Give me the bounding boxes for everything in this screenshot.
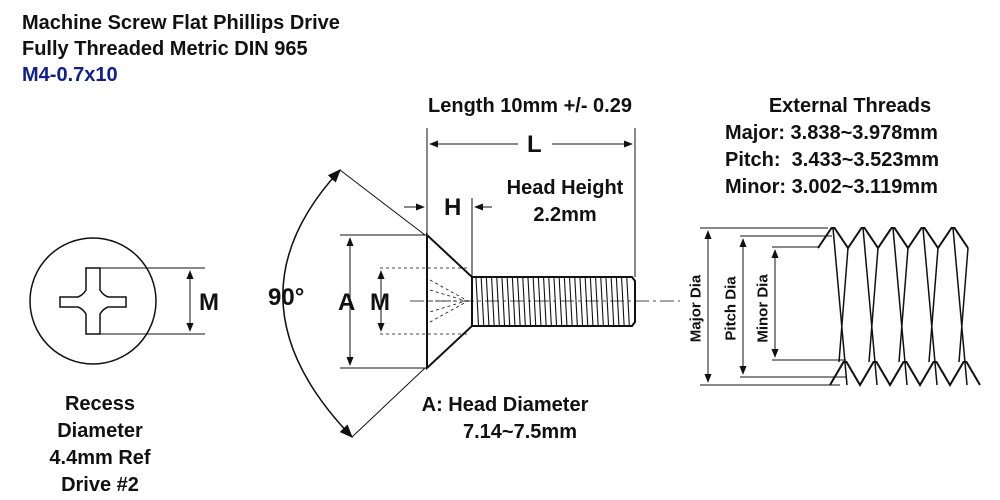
head-height-dimension [404, 198, 492, 277]
threads-major: Major: 3.838~3.978mm [725, 122, 938, 144]
screw-side-view [380, 232, 680, 371]
threads-title: External Threads [768, 95, 932, 117]
size-label: M4-0.7x10 [22, 64, 118, 86]
l-label: L [527, 131, 542, 158]
side-m-label: M [370, 289, 390, 316]
recess-view [29, 237, 205, 365]
major-dia-label: Major Dia [687, 274, 705, 343]
angle-label: 90° [268, 284, 305, 311]
recess-dimension [100, 267, 205, 335]
head-height-line-1: Head Height [506, 177, 624, 199]
recess-caption-1: Recess [64, 393, 136, 415]
thread-detail [700, 227, 981, 387]
recess-caption-2: Diameter [57, 420, 143, 442]
pitch-dia-label: Pitch Dia [722, 276, 740, 341]
minor-dia-label: Minor Dia [754, 274, 772, 343]
title-line-1: Machine Screw Flat Phillips Drive [22, 12, 340, 34]
recess-caption-4: Drive #2 [61, 474, 139, 496]
title-line-2: Fully Threaded Metric DIN 965 [22, 38, 308, 60]
recess-m-label: M [199, 289, 219, 316]
recess-caption-3: 4.4mm Ref [49, 447, 151, 469]
side-dimensions [340, 234, 427, 369]
length-dimension [426, 128, 636, 277]
threads-minor: Minor: 3.002~3.119mm [725, 176, 938, 198]
phillips-cross-icon [59, 267, 127, 335]
threads-pitch: Pitch: 3.433~3.523mm [725, 149, 940, 171]
head-diameter-line-1: A: Head Diameter [421, 394, 589, 416]
a-label: A [338, 289, 356, 316]
length-text: Length 10mm +/- 0.29 [428, 95, 632, 117]
angle-arc [282, 169, 426, 438]
head-diameter-line-2: 7.14~7.5mm [463, 421, 577, 443]
h-label: H [444, 194, 462, 221]
head-height-line-2: 2.2mm [533, 204, 597, 226]
